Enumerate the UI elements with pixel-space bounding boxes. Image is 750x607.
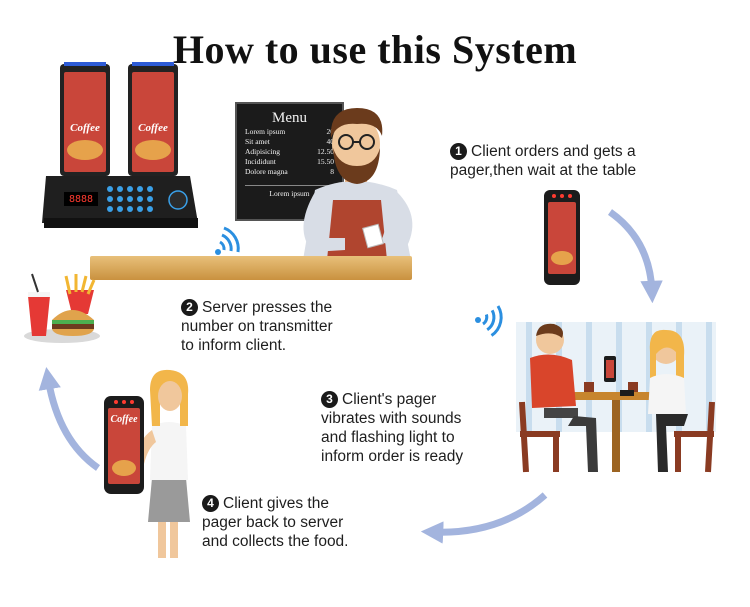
arrow-step3-to-step4 — [420, 492, 548, 544]
counter — [90, 256, 412, 280]
page-title: How to use this System — [172, 27, 578, 72]
fast-food-icon — [24, 273, 100, 343]
step-1-number-badge: 1 — [450, 143, 467, 160]
restaurant-scene — [516, 322, 716, 473]
arrow-step1-to-step3 — [607, 209, 663, 304]
arrow-step4-to-step2 — [38, 366, 101, 471]
step-3-number-badge: 3 — [321, 391, 338, 408]
client-with-pager — [104, 369, 190, 558]
menu-footer: Lorem ipsum — [245, 185, 334, 198]
pager-charging-base — [42, 62, 198, 228]
step-2-text: Server presses the number on transmitter… — [181, 299, 333, 354]
step-3-text: Client's pager vibrates with sounds and … — [321, 391, 464, 465]
wireless-signal-icon — [215, 226, 240, 255]
step-4-text: Client gives the pager back to server an… — [202, 495, 349, 550]
step-2-number-badge: 2 — [181, 299, 198, 316]
wireless-signal-icon — [475, 305, 503, 337]
pager-label: Coffee — [70, 122, 100, 134]
step-1-text: Client orders and gets a pager,then wait… — [450, 143, 637, 179]
server-illustration — [303, 108, 413, 260]
pager-icon — [544, 190, 580, 285]
pager-label: Coffee — [138, 122, 168, 134]
pager-label: Coffee — [110, 414, 138, 425]
menu-title: Menu — [272, 110, 307, 126]
transmitter-display: 8888 — [68, 194, 94, 205]
step-4-number-badge: 4 — [202, 495, 219, 512]
